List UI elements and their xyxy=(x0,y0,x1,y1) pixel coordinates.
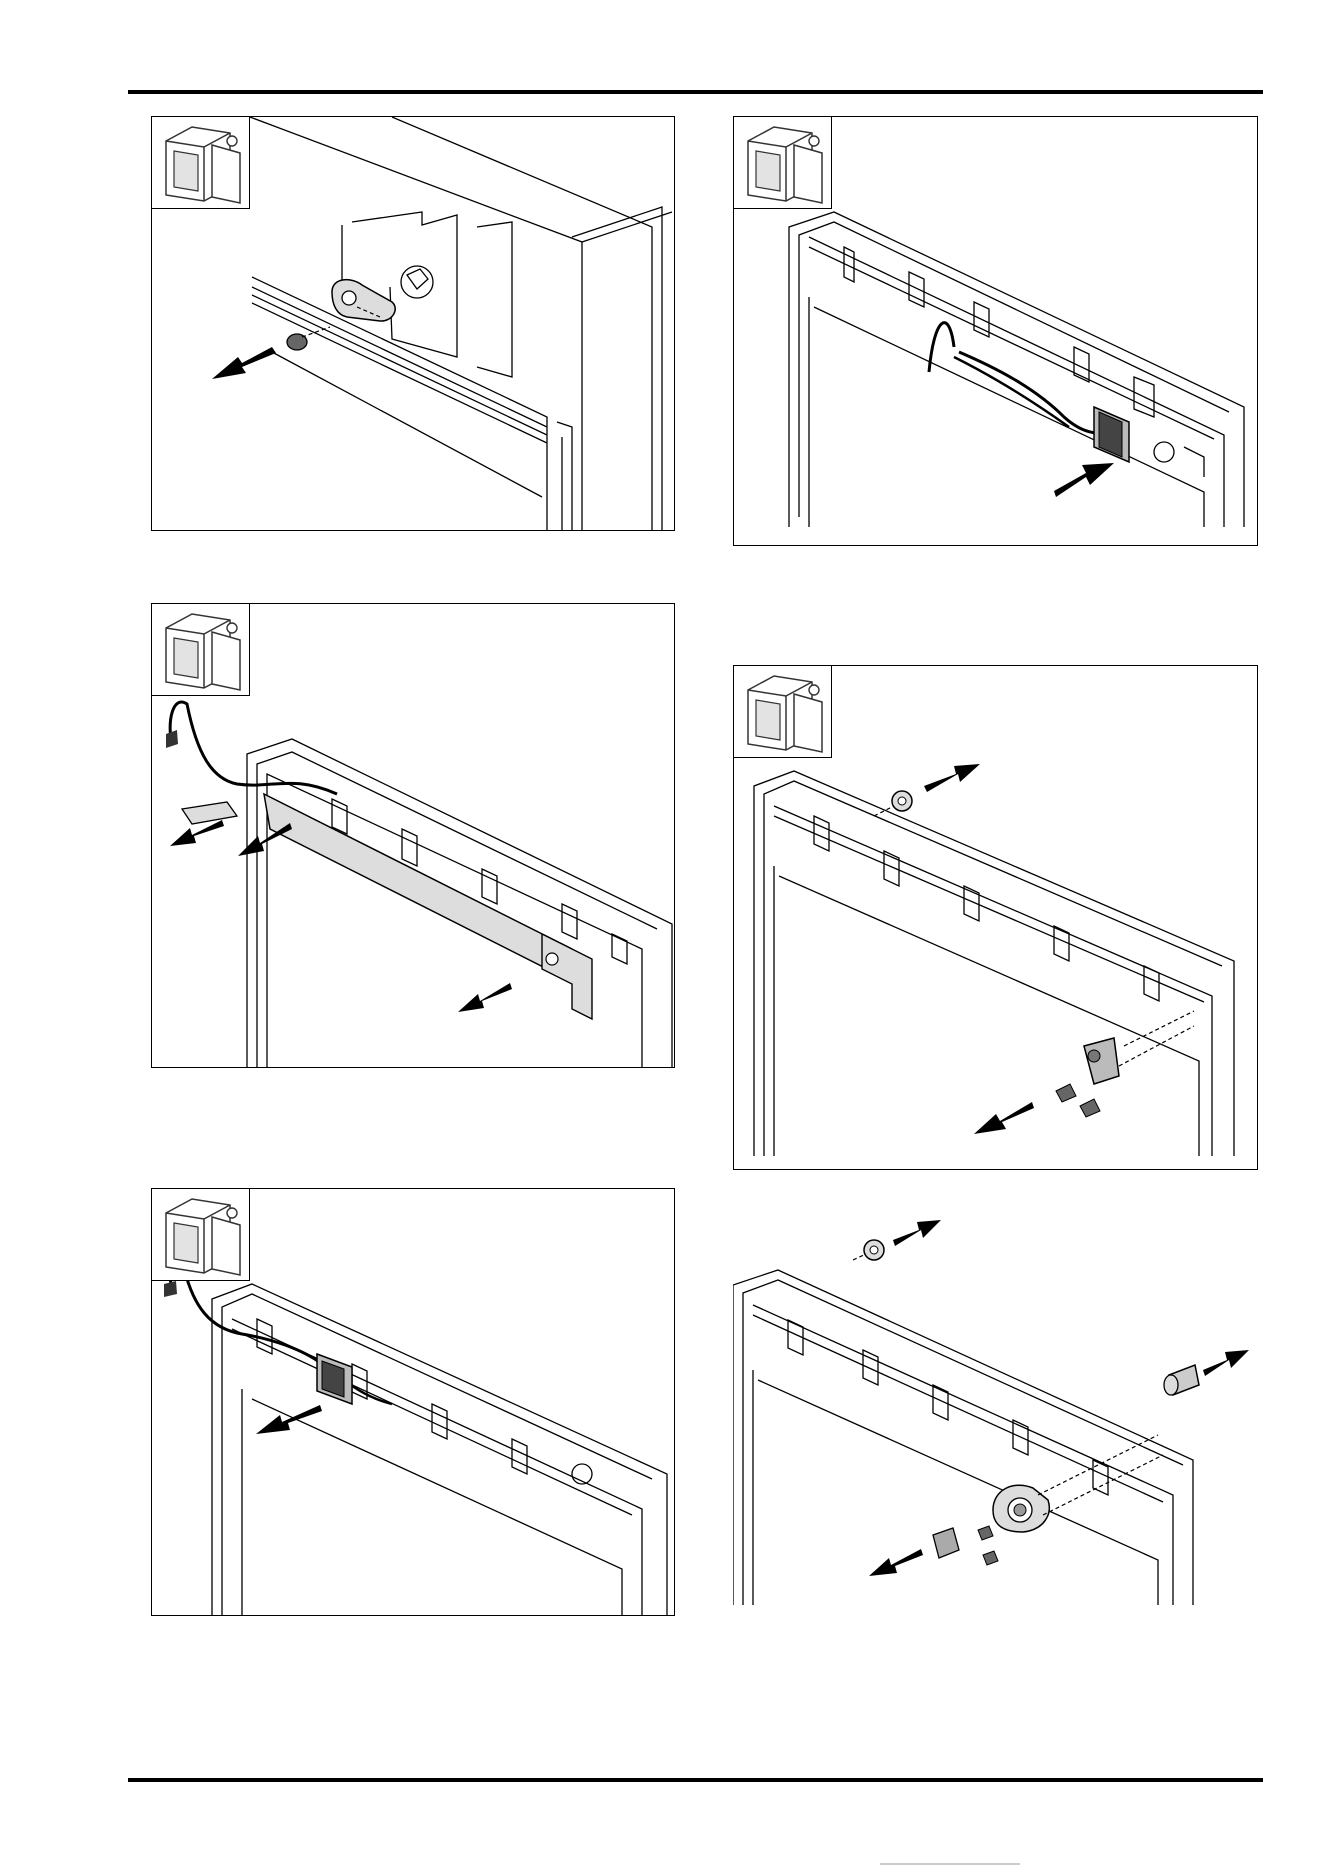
fridge-door-badge xyxy=(152,117,250,209)
fridge-door-icon xyxy=(152,117,250,209)
fridge-door-badge xyxy=(734,666,832,758)
figure-remove-screw xyxy=(151,116,675,531)
header-rule xyxy=(128,90,1263,94)
fridge-door-icon xyxy=(734,666,832,758)
figure-remove-bearing xyxy=(733,1210,1258,1610)
figure-pull-connector xyxy=(151,1188,675,1616)
fridge-door-icon xyxy=(152,1189,250,1281)
fridge-door-badge xyxy=(152,1189,250,1281)
fridge-door-badge xyxy=(152,604,250,696)
fridge-door-icon xyxy=(734,117,832,209)
figure-remove-trim-strip xyxy=(151,603,675,1068)
footer-mark xyxy=(880,1860,1020,1870)
footer-rule xyxy=(128,1778,1263,1782)
figure-insert-connector xyxy=(733,116,1258,546)
fridge-door-icon xyxy=(152,604,250,696)
figure-remove-hinge-bracket xyxy=(733,665,1258,1170)
bearing-illustration xyxy=(733,1210,1258,1610)
fridge-door-badge xyxy=(734,117,832,209)
